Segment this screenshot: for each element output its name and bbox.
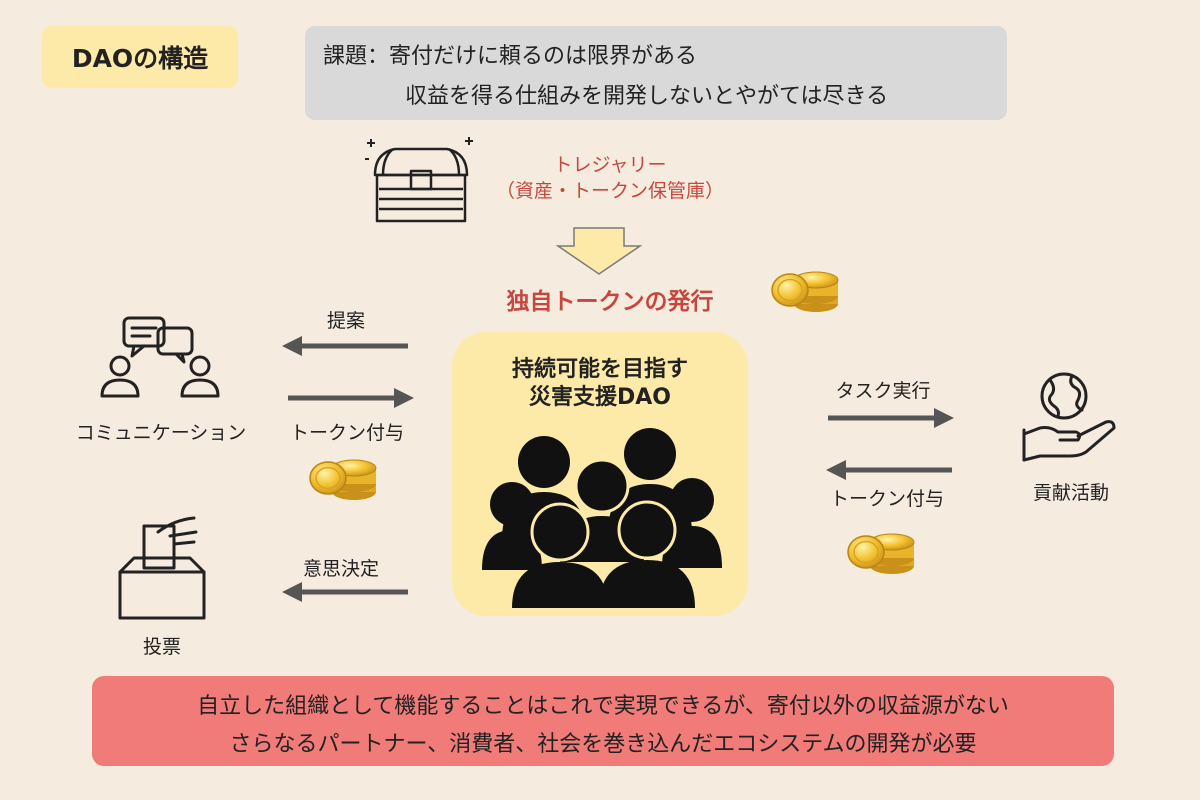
arrow-token-give-left-label: トークン付与 <box>289 422 404 444</box>
title-tag-label: DAOの構造 <box>71 44 209 73</box>
arrow-task-label: タスク実行 <box>835 380 931 402</box>
ballot-box-icon <box>118 516 206 620</box>
issue-line-1: 課題：寄付だけに頼るのは限界がある <box>323 44 698 69</box>
arrow-left-decision <box>282 582 408 602</box>
issue-line-2: 収益を得る仕組みを開発しないとやがては尽きる <box>405 84 889 109</box>
token-issue-label: 独自トークンの発行 <box>506 289 714 315</box>
center-title: 持続可能を目指す 災害支援DAO <box>452 356 748 412</box>
arrow-left-token <box>826 460 952 480</box>
conclusion-line-2: さらなるパートナー、消費者、社会を巻き込んだエコシステムの開発が必要 <box>229 732 977 757</box>
treasury-label-line-2: （資産・トークン保管庫） <box>495 180 724 202</box>
conclusion-box: 自立した組織として機能することはこれで実現できるが、寄付以外の収益源がない さら… <box>92 676 1114 766</box>
coins-icon <box>309 459 377 501</box>
treasury-label-line-1: トレジャリー <box>553 154 667 176</box>
center-box: 持続可能を目指す 災害支援DAO <box>452 332 748 616</box>
contribution-label: 貢献活動 <box>1032 482 1109 504</box>
arrow-right-token <box>288 388 414 408</box>
hand-globe-icon <box>1022 372 1116 462</box>
arrow-decision-label: 意思決定 <box>302 558 379 580</box>
treasure-chest-icon <box>365 137 473 223</box>
arrow-right-task <box>828 408 954 428</box>
people-group-icon <box>482 428 722 608</box>
down-arrow-icon <box>555 227 643 275</box>
coins-icon <box>847 533 915 575</box>
arrow-proposal-label: 提案 <box>326 310 365 332</box>
center-title-line-2: 災害支援DAO <box>529 385 671 410</box>
vote-label: 投票 <box>142 636 181 658</box>
arrow-token-give-right-label: トークン付与 <box>829 488 944 510</box>
arrow-left-proposal <box>282 336 408 356</box>
treasury-label: トレジャリー （資産・トークン保管庫） <box>460 152 760 204</box>
title-tag: DAOの構造 <box>42 26 238 88</box>
coins-icon <box>771 271 839 313</box>
conclusion-line-1: 自立した組織として機能することはこれで実現できるが、寄付以外の収益源がない <box>197 694 1009 719</box>
chat-people-icon <box>100 316 220 398</box>
issue-box: 課題：寄付だけに頼るのは限界がある 収益を得る仕組みを開発しないとやがては尽きる <box>305 26 1007 120</box>
communication-label: コミュニケーション <box>75 422 247 444</box>
center-title-line-1: 持続可能を目指す <box>511 357 688 382</box>
